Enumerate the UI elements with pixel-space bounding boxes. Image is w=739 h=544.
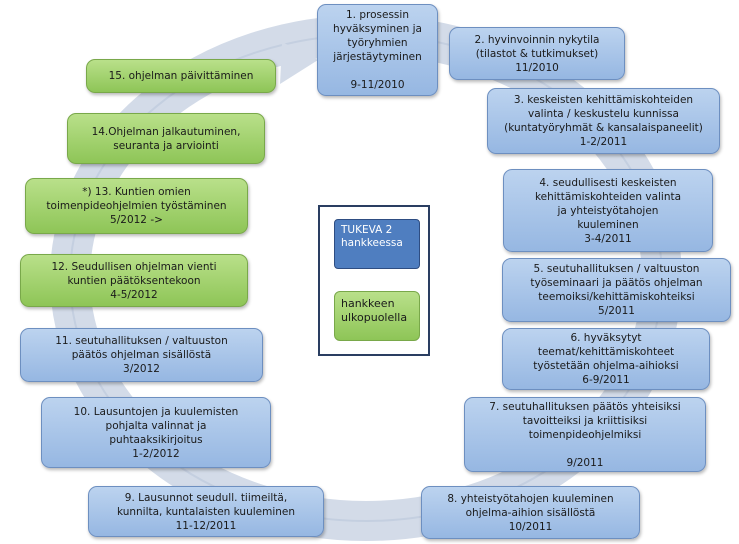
cycle-arrowhead bbox=[280, 42, 318, 84]
step-15-label: 15. ohjelman päivittäminen bbox=[108, 70, 254, 82]
step-3-label: 3. keskeisten kehittämiskohteiden valint… bbox=[504, 94, 703, 148]
step-13: *) 13. Kuntien omien toimenpideohjelmien… bbox=[25, 178, 248, 234]
step-9: 9. Lausunnot seudull. tiimeiltä, kunnilt… bbox=[88, 486, 324, 537]
legend-outside-project: hankkeen ulkopuolella bbox=[334, 291, 420, 341]
step-9-label: 9. Lausunnot seudull. tiimeiltä, kunnilt… bbox=[116, 491, 296, 532]
step-8-label: 8. yhteistyötahojen kuuleminen ohjelma-a… bbox=[447, 492, 614, 533]
step-4-label: 4. seudullisesti keskeisten kehittämisko… bbox=[534, 176, 682, 245]
step-10: 10. Lausuntojen ja kuulemisten pohjalta … bbox=[41, 397, 271, 468]
step-1-label: 1. prosessin hyväksyminen ja työryhmien … bbox=[333, 9, 422, 91]
step-12: 12. Seudullisen ohjelman vienti kuntien … bbox=[20, 254, 248, 307]
step-13-label: *) 13. Kuntien omien toimenpideohjelmien… bbox=[46, 186, 227, 226]
step-11: 11. seutuhallituksen / valtuuston päätös… bbox=[20, 328, 263, 382]
step-2-label: 2. hyvinvoinnin nykytila (tilastot & tut… bbox=[474, 33, 600, 74]
step-5: 5. seutuhallituksen / valtuuston työsemi… bbox=[502, 258, 731, 322]
step-6-label: 6. hyväksytyt teemat/kehittämiskohteet t… bbox=[533, 332, 679, 386]
step-7-label: 7. seutuhallituksen päätös yhteisiksi ta… bbox=[489, 400, 681, 469]
step-6: 6. hyväksytyt teemat/kehittämiskohteet t… bbox=[502, 328, 710, 390]
step-5-label: 5. seutuhallituksen / valtuuston työsemi… bbox=[530, 263, 703, 317]
step-11-label: 11. seutuhallituksen / valtuuston päätös… bbox=[55, 335, 228, 375]
step-15: 15. ohjelman päivittäminen bbox=[86, 59, 276, 93]
step-3: 3. keskeisten kehittämiskohteiden valint… bbox=[487, 88, 720, 154]
step-14: 14.Ohjelman jalkautuminen, seuranta ja a… bbox=[67, 113, 265, 164]
step-1: 1. prosessin hyväksyminen ja työryhmien … bbox=[317, 4, 438, 96]
legend-in-project: TUKEVA 2 hankkeessa bbox=[334, 219, 420, 269]
legend: TUKEVA 2 hankkeessa hankkeen ulkopuolell… bbox=[318, 205, 430, 356]
step-10-label: 10. Lausuntojen ja kuulemisten pohjalta … bbox=[73, 405, 239, 460]
step-7: 7. seutuhallituksen päätös yhteisiksi ta… bbox=[464, 397, 706, 472]
step-12-label: 12. Seudullisen ohjelman vienti kuntien … bbox=[51, 260, 217, 301]
step-2: 2. hyvinvoinnin nykytila (tilastot & tut… bbox=[449, 27, 625, 80]
step-4: 4. seudullisesti keskeisten kehittämisko… bbox=[503, 169, 713, 252]
step-14-label: 14.Ohjelman jalkautuminen, seuranta ja a… bbox=[91, 125, 241, 152]
step-8: 8. yhteistyötahojen kuuleminen ohjelma-a… bbox=[421, 486, 640, 539]
